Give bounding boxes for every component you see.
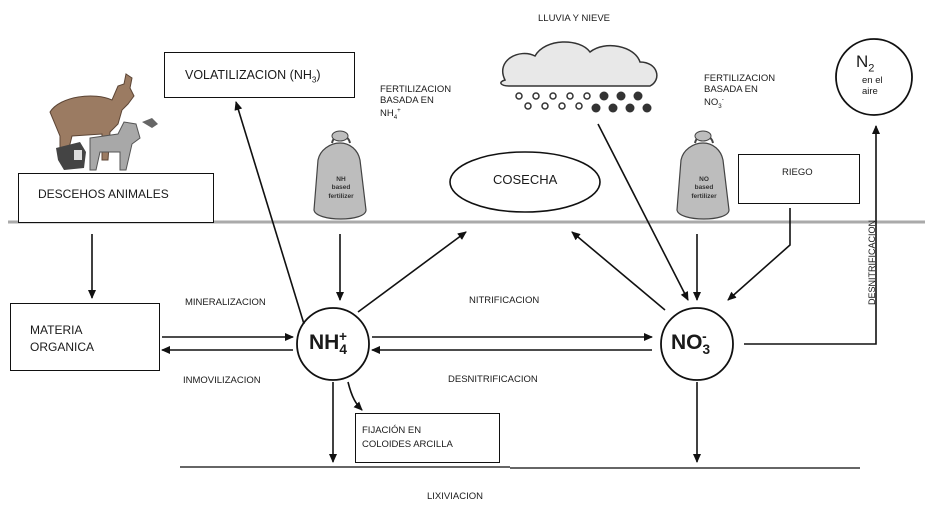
organic-matter-box: [10, 303, 160, 371]
arrow-no3-to-harvest: [571, 231, 666, 311]
arrow-no3-to-n2: [744, 125, 880, 345]
no3-node-label: NO3-: [671, 329, 711, 358]
mineralization-label: MINERALIZACION: [185, 297, 266, 308]
fertilizer-bag-icon: [676, 130, 730, 220]
fert-no3-label: FERTILIZACION BASADA EN NO3-: [704, 73, 776, 110]
nitrification-label: NITRIFICACION: [469, 295, 540, 306]
arrow-nh4-to-harvest: [357, 231, 467, 313]
fixation-label: FIJACIÓN EN COLOIDES ARCILLA: [362, 425, 453, 451]
denitrification-label: DESNITRIFICACION: [448, 374, 538, 385]
n2-circle: [835, 38, 913, 116]
immobilization-label: INMOVILIZACION: [183, 375, 261, 386]
animal-waste-label: DESCEHOS ANIMALES: [38, 187, 169, 201]
rain-cloud-icon: [500, 41, 658, 113]
irrigation-box: [738, 154, 860, 204]
fert-nh4-label: FERTILIZACION BASADA EN NH4+: [380, 84, 452, 121]
volatilization-label: VOLATILIZACION (NH3): [185, 68, 321, 85]
nh4-node-label: NH4+: [309, 329, 347, 358]
fixation-box: [355, 413, 500, 463]
rain-label: LLUVIA Y NIEVE: [538, 13, 610, 24]
organic-matter-label: MATERIA ORGANICA: [30, 323, 95, 354]
animal-waste-box: [18, 173, 214, 223]
arrow-rain-to-no3: [597, 123, 689, 301]
n2-label: N2 en el aire: [856, 52, 883, 98]
denitrification-vertical-label: DESNITRIFICACION: [867, 219, 877, 305]
no3-circle: [660, 307, 734, 381]
irrigation-label: RIEGO: [782, 167, 813, 178]
arrow-nh4-to-volatilization: [234, 101, 305, 325]
arrow-nh4-to-fixation: [347, 381, 363, 411]
volatilization-box: [164, 52, 355, 98]
bag-no3-text: NO based fertilizer: [691, 176, 717, 200]
leaching-label: LIXIVIACION: [427, 491, 483, 502]
arrow-irrigation-to-no3: [727, 208, 791, 301]
nh4-circle: [296, 307, 370, 381]
animals-icon: [49, 73, 158, 171]
fertilizer-bag-icon: [313, 130, 367, 220]
harvest-ellipse: [449, 151, 601, 213]
harvest-label: COSECHA: [493, 172, 558, 187]
bag-nh4-text: NH based fertilizer: [328, 176, 354, 200]
